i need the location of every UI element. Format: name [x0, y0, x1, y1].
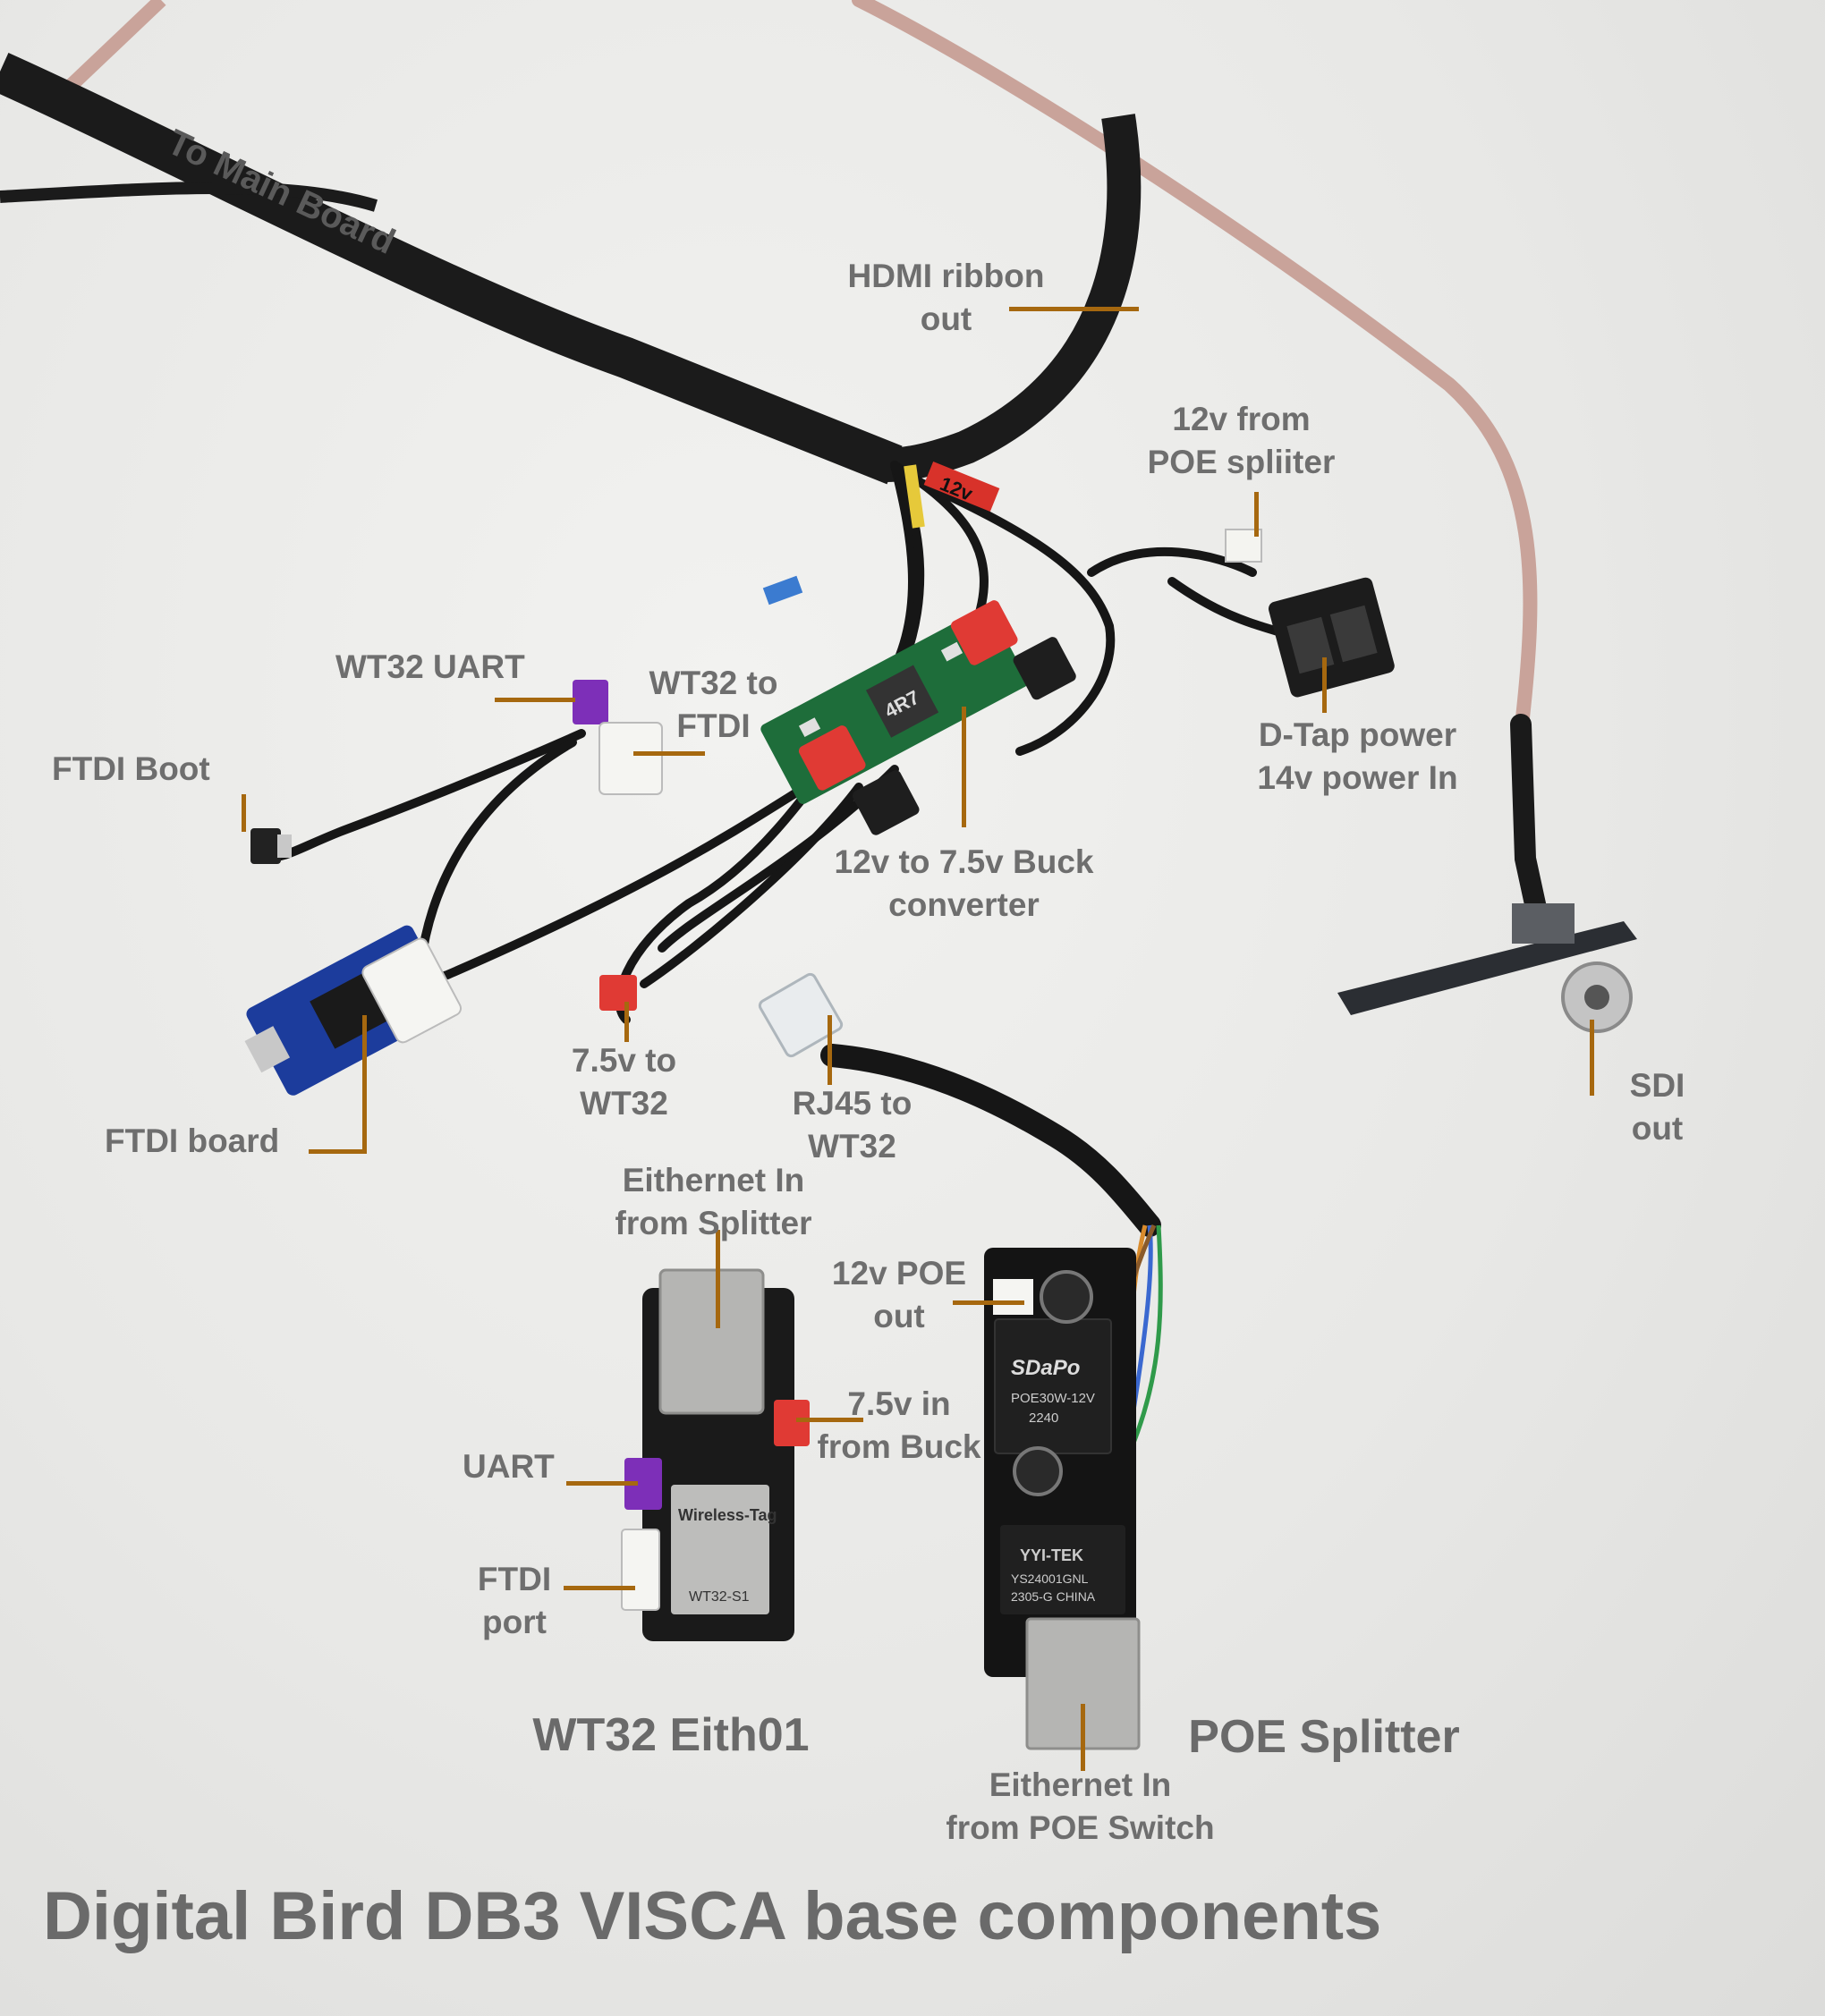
label-ftdi-port-line1: FTDI: [477, 1561, 552, 1597]
label-sdi-line1: SDI: [1629, 1067, 1685, 1104]
svg-text:POE30W-12V: POE30W-12V: [1011, 1391, 1095, 1406]
wt32-eth01-board: Wireless-Tag WT32-S1: [621, 1268, 810, 1641]
leader-uart: [566, 1481, 638, 1486]
label-7v-line2: WT32: [580, 1085, 668, 1122]
label-buck-line2: converter: [888, 886, 1040, 923]
svg-text:2240: 2240: [1029, 1410, 1058, 1426]
label-wt32-ftdi-line1: WT32 to: [649, 665, 778, 701]
label-7v-line1: 7.5v to: [571, 1042, 677, 1079]
label-hdmi-ribbon: HDMI ribbon out: [832, 255, 1060, 341]
svg-text:2305-G CHINA: 2305-G CHINA: [1011, 1589, 1096, 1604]
leader-rj45: [828, 1015, 832, 1085]
label-eth-switch-line1: Eithernet In: [989, 1766, 1172, 1803]
page-title: Digital Bird DB3 VISCA base components: [43, 1878, 1382, 1954]
label-12v-poe-out: 12v POE out: [819, 1252, 980, 1338]
leader-dtap: [1322, 657, 1327, 713]
leader-poe-out: [953, 1300, 1024, 1305]
label-sdi-out: SDI out: [1606, 1064, 1709, 1150]
leader-buck: [962, 707, 966, 827]
label-dtap-power: D-Tap power 14v power In: [1230, 714, 1485, 800]
label-dtap-line1: D-Tap power: [1258, 716, 1457, 753]
label-wt32-to-ftdi: WT32 to FTDI: [626, 662, 801, 748]
label-dtap-line2: 14v power In: [1257, 759, 1458, 796]
label-7v-in-buck: 7.5v in from Buck: [801, 1383, 997, 1469]
label-buck-line1: 12v to 7.5v Buck: [834, 843, 1094, 880]
leader-ftdi-board-h: [309, 1149, 367, 1154]
leader-ftdi-port: [564, 1586, 635, 1590]
leader-ftdi-board-v: [362, 1015, 367, 1154]
sdi-coax-cable: [852, 0, 1538, 741]
poe-splitter-board: SDaPo POE30W-12V 2240 YYI-TEK YS24001GNL…: [984, 1248, 1141, 1750]
label-7v-in-line1: 7.5v in: [847, 1385, 951, 1422]
leader-7v-in: [796, 1418, 863, 1422]
label-rj45-line2: WT32: [808, 1128, 896, 1165]
svg-text:YS24001GNL: YS24001GNL: [1011, 1571, 1089, 1586]
dtap-connector: [1268, 577, 1395, 698]
leader-hdmi: [1009, 307, 1139, 311]
leader-wt32-uart: [495, 698, 575, 702]
label-wt32-uart: WT32 UART: [335, 648, 525, 685]
label-12v-line1: 12v from: [1172, 401, 1311, 437]
leader-12v-poe: [1254, 492, 1259, 537]
hdmi-ribbon: [885, 114, 1142, 482]
label-hdmi-line1: HDMI ribbon: [847, 258, 1045, 294]
sdi-bulkhead: [1337, 903, 1637, 1033]
leader-ftdi-boot: [242, 794, 246, 832]
label-eth-in-splitter: Eithernet In from Splitter: [599, 1159, 828, 1245]
label-ftdi-port-line2: port: [482, 1604, 547, 1640]
svg-text:Wireless-Tag: Wireless-Tag: [678, 1506, 777, 1524]
svg-text:YYI-TEK: YYI-TEK: [1020, 1546, 1083, 1564]
label-poe-out-line1: 12v POE: [831, 1255, 967, 1292]
label-uart: UART: [463, 1448, 555, 1485]
label-poe-out-line2: out: [873, 1298, 925, 1334]
label-ftdi-port: FTDI port: [456, 1558, 573, 1644]
label-rj45-to-wt32: RJ45 to WT32: [774, 1082, 930, 1168]
label-buck-converter: 12v to 7.5v Buck converter: [810, 841, 1118, 927]
label-poe-splitter: POE Splitter: [1188, 1711, 1460, 1763]
label-ftdi-boot: FTDI Boot: [52, 750, 210, 787]
label-rj45-line1: RJ45 to: [792, 1085, 912, 1122]
leader-eth-poe-switch: [1081, 1704, 1085, 1771]
label-eth-switch-line2: from POE Switch: [946, 1809, 1215, 1846]
svg-text:WT32-S1: WT32-S1: [689, 1589, 750, 1605]
label-7v-to-wt32: 7.5v to WT32: [555, 1039, 693, 1125]
leader-sdi: [1590, 1020, 1594, 1096]
label-7v-in-line2: from Buck: [817, 1428, 981, 1465]
label-12v-from-poe: 12v from POE spliiter: [1118, 398, 1364, 484]
leader-7v-wt32: [624, 1002, 629, 1042]
label-eth-splitter-line1: Eithernet In: [622, 1162, 805, 1199]
label-wt32-eth01: WT32 Eith01: [532, 1709, 810, 1761]
ribbon-cable: [0, 53, 903, 485]
label-12v-line2: POE spliiter: [1147, 444, 1336, 480]
leader-eth-splitter: [716, 1230, 720, 1328]
svg-text:SDaPo: SDaPo: [1011, 1356, 1080, 1380]
label-ftdi-board: FTDI board: [105, 1122, 280, 1159]
label-eth-in-poe-switch: Eithernet In from POE Switch: [912, 1764, 1248, 1850]
leader-wt32-ftdi: [633, 751, 705, 756]
label-eth-splitter-line2: from Splitter: [615, 1205, 812, 1241]
label-hdmi-line2: out: [920, 301, 972, 337]
label-wt32-ftdi-line2: FTDI: [676, 707, 751, 744]
label-sdi-line2: out: [1631, 1110, 1684, 1147]
